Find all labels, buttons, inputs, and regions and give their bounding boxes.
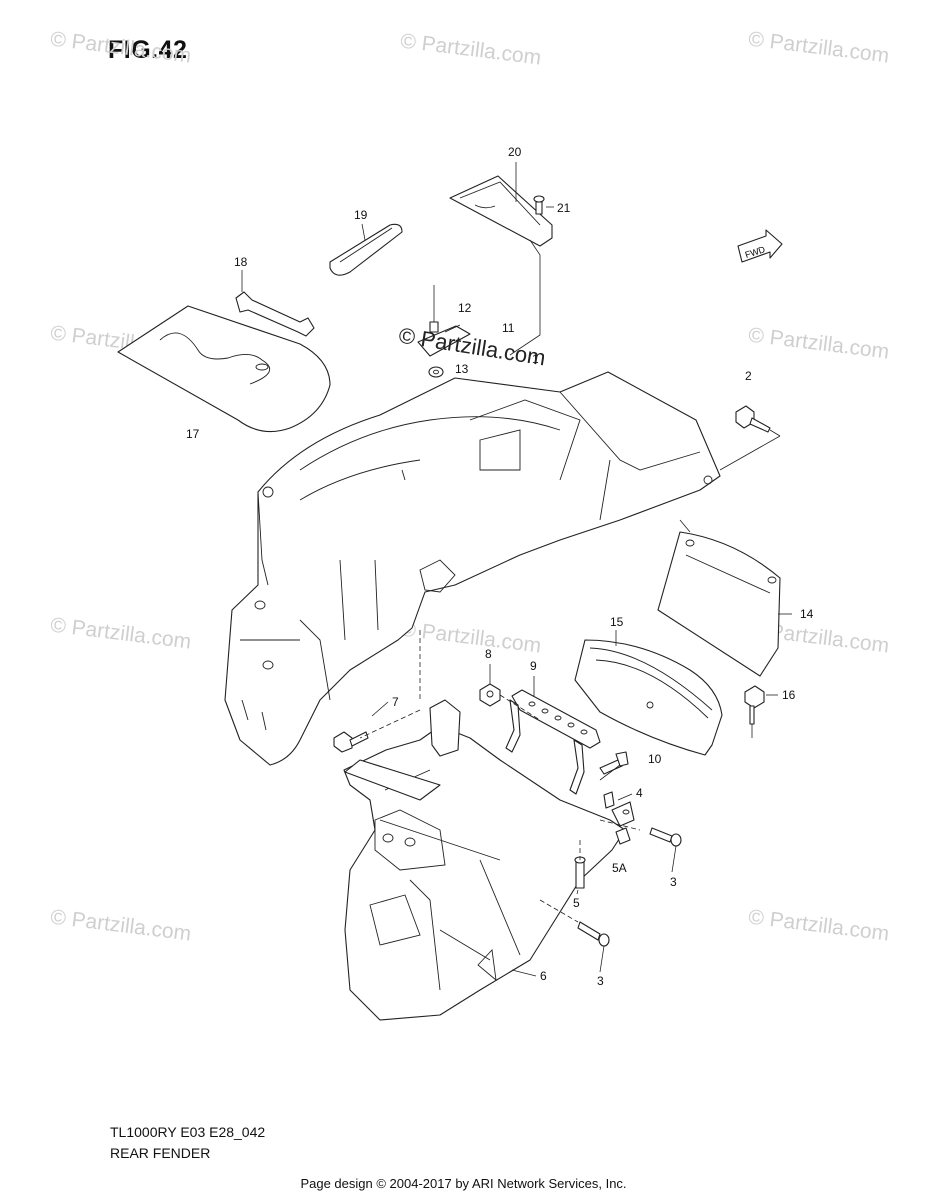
- part-2-bolt[interactable]: [735, 405, 781, 437]
- callout-11[interactable]: 11: [502, 321, 515, 335]
- part-20-plate[interactable]: [449, 175, 553, 247]
- callout-15[interactable]: 15: [610, 615, 624, 629]
- leader-11: [509, 239, 541, 356]
- part-16-bolt[interactable]: [744, 685, 765, 738]
- figure-title: FIG.42: [108, 36, 188, 64]
- leaders: [359, 519, 691, 923]
- part-7-bolt[interactable]: [333, 731, 369, 753]
- callout-8[interactable]: 8: [485, 647, 492, 661]
- callout-12[interactable]: 12: [458, 301, 472, 315]
- callout-5[interactable]: 5: [573, 896, 580, 910]
- part-9-bracket[interactable]: [505, 689, 601, 795]
- part-6-mudguard[interactable]: [343, 699, 626, 1021]
- callout-5a[interactable]: 5A: [612, 861, 627, 875]
- callout-13[interactable]: 13: [455, 362, 469, 376]
- page-footer: Page design © 2004-2017 by ARI Network S…: [300, 1176, 627, 1191]
- part-19-strap[interactable]: [329, 223, 403, 276]
- leader-2: [719, 435, 781, 471]
- callout-18[interactable]: 18: [234, 255, 248, 269]
- callout-19[interactable]: 19: [354, 208, 368, 222]
- section-name: REAR FENDER: [110, 1145, 211, 1161]
- callout-leaders: [241, 162, 792, 977]
- callout-4[interactable]: 4: [636, 786, 643, 800]
- model-code: TL1000RY E03 E28_042: [110, 1124, 266, 1140]
- fwd-arrow: FWD: [737, 229, 783, 263]
- part-3-bolt-lower[interactable]: [577, 921, 610, 947]
- callout-21[interactable]: 21: [557, 201, 571, 215]
- part-18-spanner[interactable]: [235, 291, 315, 337]
- callout-9[interactable]: 9: [530, 659, 537, 673]
- callout-7[interactable]: 7: [392, 695, 399, 709]
- callout-6[interactable]: 6: [540, 969, 547, 983]
- part-17-tail-sheet[interactable]: [117, 305, 331, 433]
- callout-20[interactable]: 20: [508, 145, 522, 159]
- callout-1[interactable]: 1: [532, 352, 539, 366]
- callout-16[interactable]: 16: [782, 688, 796, 702]
- callout-10[interactable]: 10: [648, 752, 662, 766]
- part-8-nut[interactable]: [479, 683, 501, 707]
- part-21-screw[interactable]: [533, 195, 545, 215]
- part-15-reflector[interactable]: [574, 639, 723, 756]
- callout-14[interactable]: 14: [800, 607, 814, 621]
- part-4-clip[interactable]: [603, 791, 635, 827]
- part-10-screw[interactable]: [599, 751, 629, 775]
- callout-17[interactable]: 17: [186, 427, 200, 441]
- part-13-washer[interactable]: [428, 366, 444, 378]
- part-12-clamp[interactable]: [417, 285, 471, 357]
- part-5a-nut[interactable]: [615, 827, 631, 845]
- callout-2[interactable]: 2: [745, 369, 752, 383]
- callout-3-upper[interactable]: 3: [670, 875, 677, 889]
- part-14-side-panel[interactable]: [657, 531, 781, 677]
- part-3-bolt-upper[interactable]: [649, 827, 682, 847]
- part-5-screw[interactable]: [574, 856, 586, 889]
- callout-3-lower[interactable]: 3: [597, 974, 604, 988]
- part-1-rear-fender[interactable]: [224, 371, 721, 766]
